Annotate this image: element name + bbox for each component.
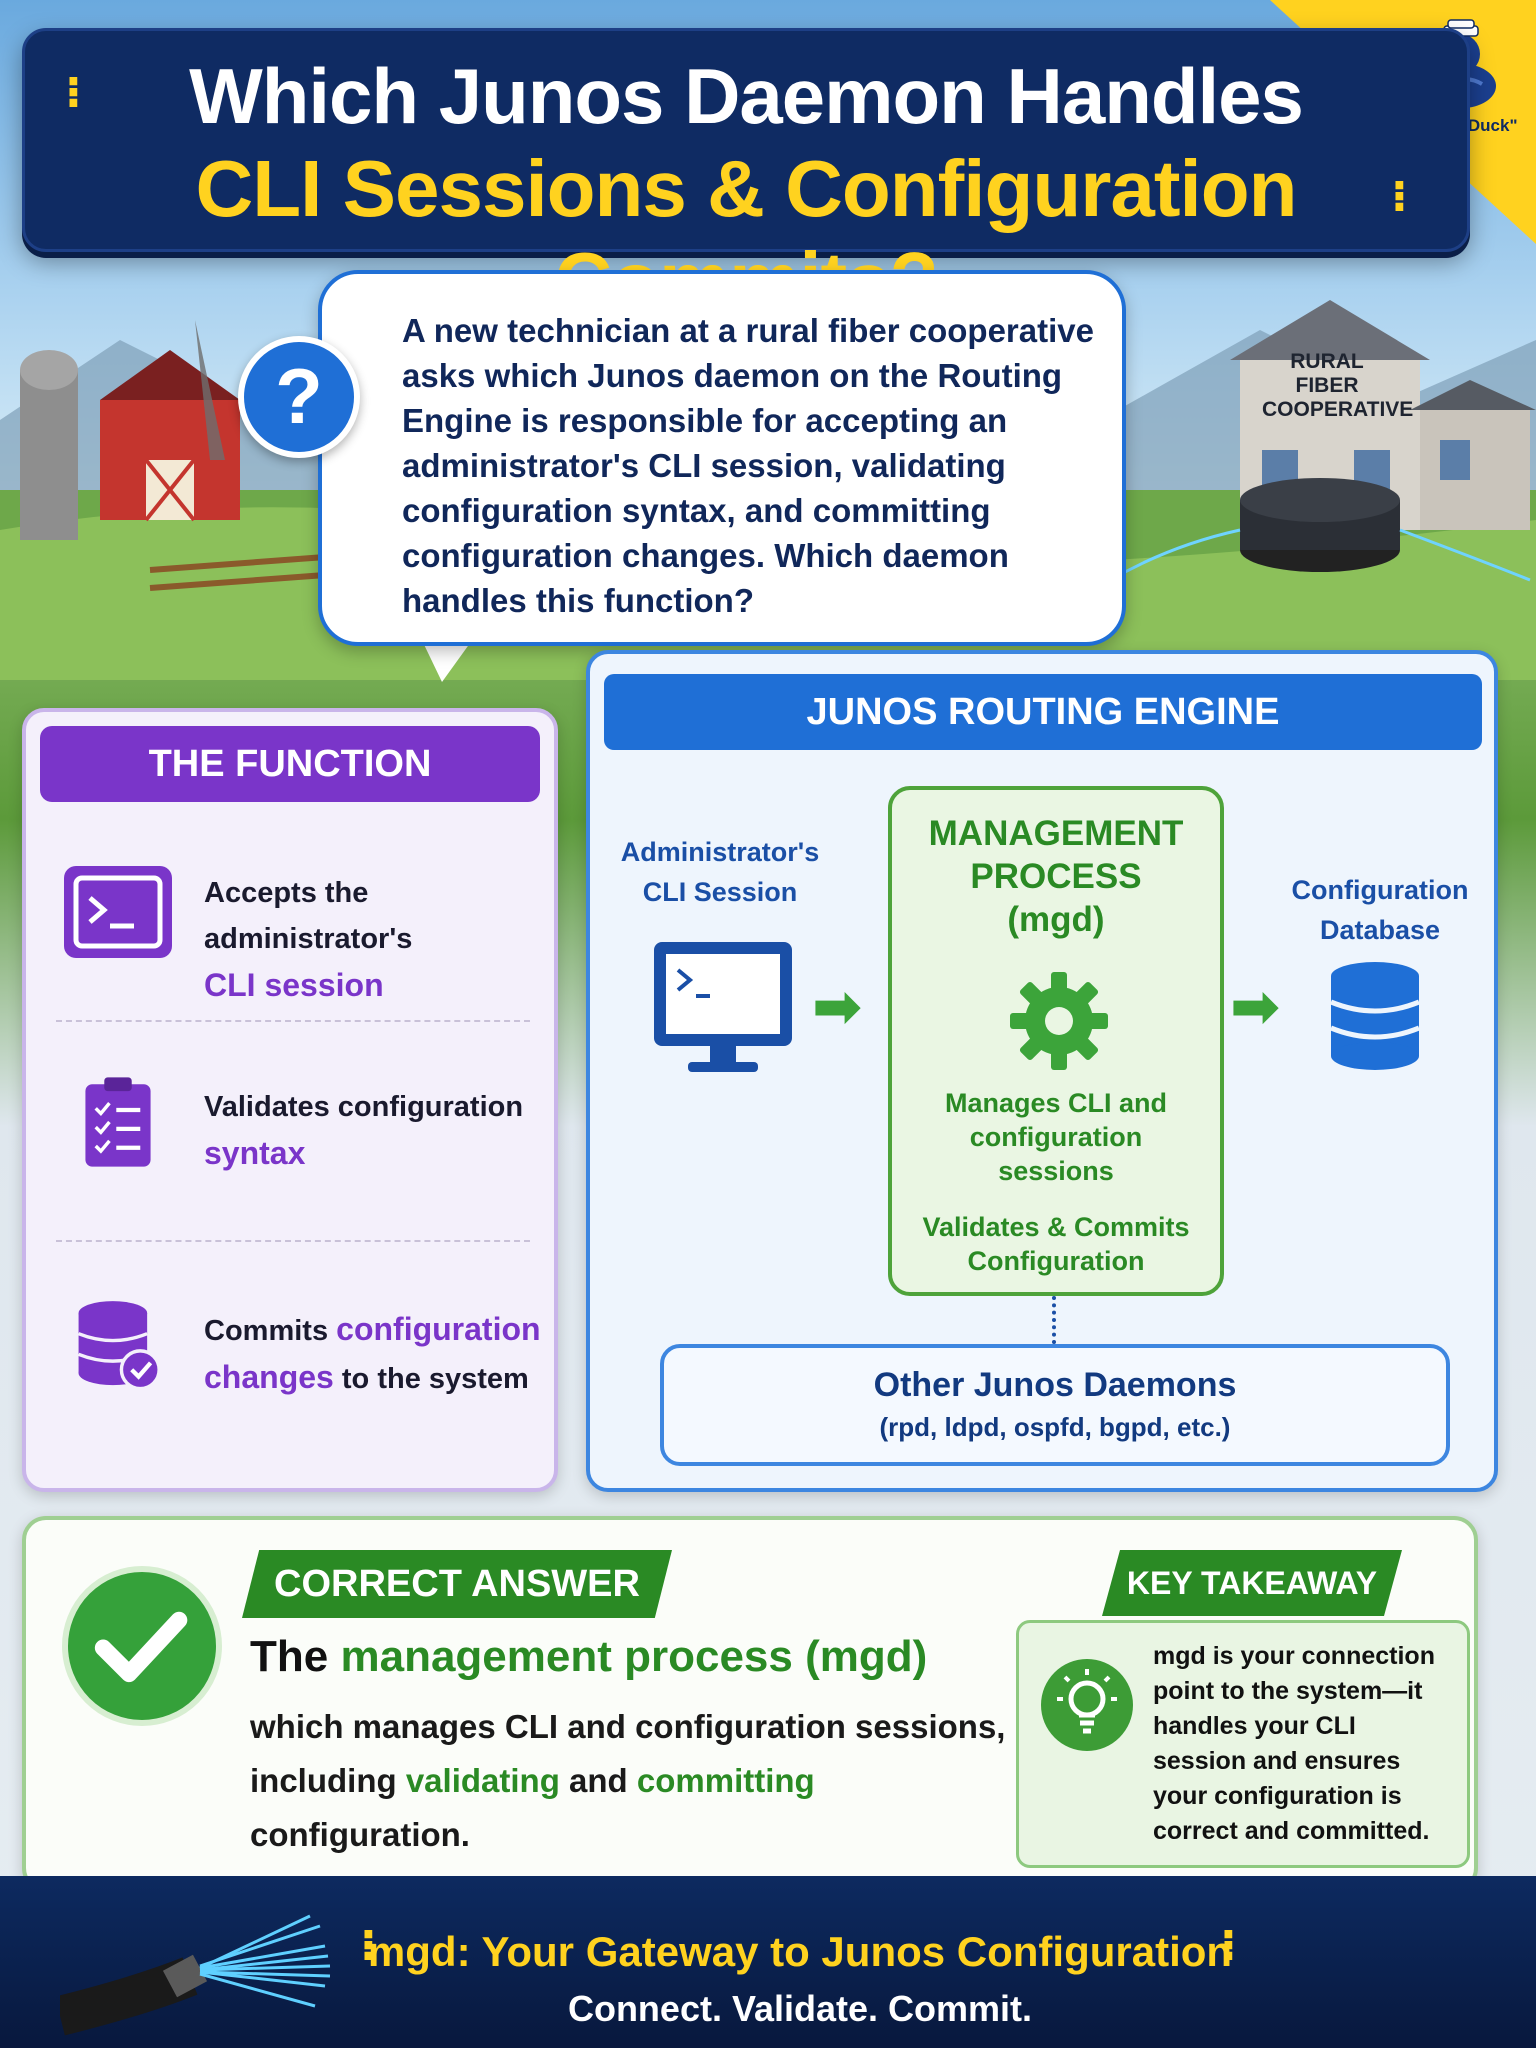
function-panel-title: THE FUNCTION [40, 726, 540, 802]
arrow-right-icon: ➡ [1230, 973, 1281, 1040]
function-item-2-text: Validates configuration [204, 1091, 524, 1123]
function-item-3: Commits configuration changes to the sys… [204, 1306, 544, 1402]
answer-detail-line2: including validating and committing conf… [250, 1754, 1030, 1862]
page-title-line1: Which Junos Daemon Handles [189, 52, 1304, 140]
answer-detail-text: and [569, 1762, 628, 1799]
header-banner: Which Junos Daemon Handles CLI Sessions … [22, 28, 1470, 325]
sparkle-left-icon: ⁝ [360, 1921, 377, 1970]
mgd-description-1: Manages CLI and configuration sessions [944, 1088, 1168, 1186]
correct-answer-badge: CORRECT ANSWER [242, 1550, 672, 1618]
footer-title: mgd: Your Gateway to Junos Configuration [367, 1928, 1233, 1975]
key-takeaway-box: mgd is your connection point to the syst… [1016, 1620, 1470, 1868]
function-item-1-text: Accepts the administrator's [204, 877, 413, 955]
cli-session-label: Administrator's CLI Session [620, 837, 820, 907]
routing-engine-title: JUNOS ROUTING ENGINE [604, 674, 1482, 750]
lightbulb-icon [1041, 1659, 1133, 1751]
mgd-title-line1: MANAGEMENT [928, 814, 1184, 853]
divider [56, 1020, 530, 1022]
mgd-description-2: Validates & Commits Configuration [922, 1212, 1190, 1276]
answer-detail: which manages CLI and configuration sess… [250, 1700, 1030, 1862]
key-takeaway-text: mgd is your connection point to the syst… [1153, 1642, 1435, 1845]
function-item-3-text: Commits [204, 1315, 329, 1347]
question-bubble: A new technician at a rural fiber cooper… [318, 270, 1126, 646]
divider [56, 1240, 530, 1242]
answer-panel: CORRECT ANSWER The management process (m… [22, 1516, 1478, 1892]
answer-detail-text: configuration. [250, 1816, 470, 1853]
arrow-right-icon: ➡ [812, 973, 863, 1040]
function-item-1-highlight: CLI session [204, 967, 384, 1003]
answer-detail-validating: validating [405, 1762, 560, 1799]
question-text: A new technician at a rural fiber cooper… [402, 312, 1094, 619]
other-daemons-box: Other Junos Daemons (rpd, ldpd, ospfd, b… [660, 1344, 1450, 1466]
key-takeaway-badge: KEY TAKEAWAY [1102, 1550, 1402, 1616]
sparkle-right-icon: ⁝ [1220, 1921, 1237, 1970]
database-check-icon [77, 1301, 161, 1391]
mgd-title: MANAGEMENT PROCESS (mgd) [892, 812, 1220, 941]
function-panel: THE FUNCTION Accepts the administrator's… [22, 708, 558, 1492]
clipboard-checklist-icon [85, 1077, 151, 1167]
mgd-title-line2: PROCESS [970, 857, 1142, 896]
sparkle-left-icon: ⁝ [65, 68, 82, 117]
gear-icon [1010, 972, 1108, 1070]
function-item-3-text-after: to the system [341, 1363, 529, 1395]
routing-engine-panel: JUNOS ROUTING ENGINE Administrator's CLI… [586, 650, 1498, 1492]
footer-subtitle: Connect. Validate. Commit. [567, 1988, 1033, 2029]
answer-main: The management process (mgd) [250, 1632, 927, 1682]
monitor-terminal-icon [654, 942, 792, 1072]
function-item-2: Validates configuration syntax [204, 1084, 544, 1176]
other-daemons-list: (rpd, ldpd, ospfd, bgpd, etc.) [879, 1412, 1231, 1442]
cooperative-sign: RURAL FIBER COOPERATIVE [1262, 350, 1414, 421]
checkmark-icon [62, 1566, 222, 1726]
answer-detail-committing: committing [636, 1762, 815, 1799]
function-item-3-highlight: configuration changes [204, 1311, 541, 1395]
database-icon [1330, 962, 1420, 1070]
answer-detail-line1: which manages CLI and configuration sess… [250, 1708, 1006, 1745]
management-process-box: MANAGEMENT PROCESS (mgd) Manages CLI and… [888, 786, 1224, 1296]
answer-highlight: management process (mgd) [340, 1632, 928, 1681]
connector-line [1052, 1296, 1056, 1344]
sparkle-right-icon: ⁝ [1391, 172, 1408, 221]
function-item-1: Accepts the administrator's CLI session [204, 870, 544, 1008]
answer-prefix: The [250, 1632, 329, 1681]
answer-detail-text: including [250, 1762, 397, 1799]
other-daemons-title: Other Junos Daemons [873, 1366, 1237, 1404]
fiber-cable-icon [60, 1914, 331, 2036]
function-item-2-highlight: syntax [204, 1135, 306, 1171]
question-mark-icon: ? [238, 336, 360, 458]
configuration-database-label: Configuration Database [1291, 875, 1469, 945]
footer-banner: ⁝ mgd: Your Gateway to Junos Configurati… [0, 1876, 1536, 2048]
mgd-title-line3: (mgd) [1007, 900, 1105, 939]
terminal-icon [64, 866, 172, 958]
